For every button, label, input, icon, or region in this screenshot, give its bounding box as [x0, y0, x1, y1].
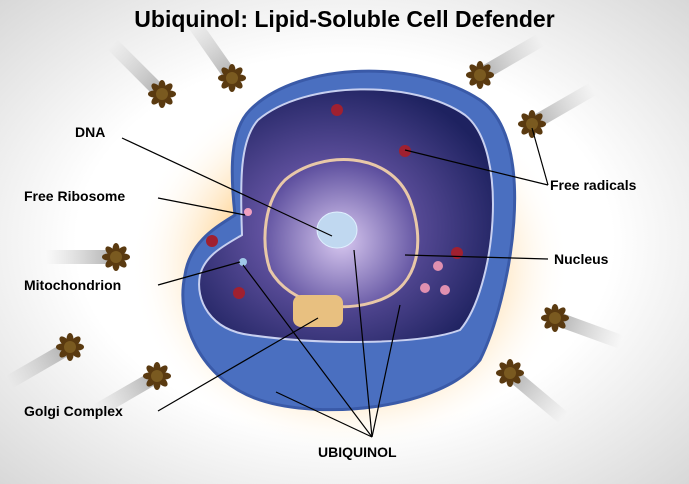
free-radical-icon: [107, 39, 176, 108]
free-radical-icon: [466, 33, 545, 89]
label-golgi-complex: Golgi Complex: [24, 403, 123, 419]
nucleolus: [316, 211, 358, 249]
free-radical-icon: [496, 359, 569, 424]
free-radical-icon: [5, 333, 84, 389]
free-radical-icon: [92, 362, 171, 418]
cytoplasm-particles: [206, 104, 463, 299]
label-nucleus: Nucleus: [554, 251, 609, 267]
free-radical-icon: [541, 304, 624, 349]
diagram-title: Ubiquinol: Lipid-Soluble Cell Defender: [134, 6, 555, 32]
free-radicals: [5, 16, 624, 424]
free-radical-icon: [46, 243, 130, 271]
golgi-complex: [293, 295, 343, 327]
label-dna: DNA: [75, 124, 106, 140]
label-free-radicals: Free radicals: [550, 177, 637, 193]
label-free-ribosome: Free Ribosome: [24, 188, 126, 204]
free-radical-icon: [518, 82, 597, 138]
leader-lines: [121, 127, 549, 438]
label-ubiquinol: UBIQUINOL: [318, 444, 397, 460]
free-radical-icon: [186, 16, 246, 92]
label-mitochondrion: Mitochondrion: [24, 277, 122, 293]
